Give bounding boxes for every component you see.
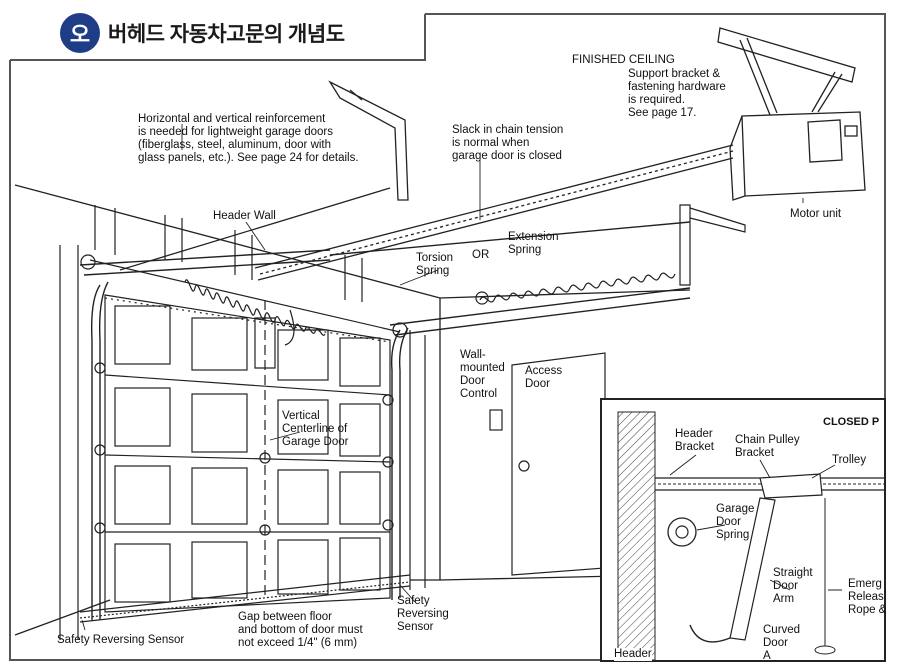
extension-spring [475, 204, 746, 305]
label-vertical-centerline: Vertical Centerline of Garage Door [282, 410, 349, 448]
label-or: OR [472, 249, 490, 261]
label-header-wall: Header Wall [213, 210, 276, 222]
label-slack-chain: Slack in chain tension is normal when ga… [452, 124, 564, 162]
inset-header-bottom: Header [614, 648, 652, 661]
label-gap-floor: Gap between floor and bottom of door mus… [238, 611, 363, 649]
inset-emergency-release: Emerg Releas Rope & [848, 578, 887, 616]
inset-panel [600, 398, 886, 662]
leader-lines [81, 124, 804, 631]
inset-garage-door-spring: Garage Door Spring [716, 503, 755, 541]
torsion-spring [80, 254, 408, 338]
frame-top-right [425, 13, 886, 420]
label-access-door: Access Door [525, 365, 563, 390]
page-title: 오 버헤드 자동차고문의 개념도 [60, 8, 345, 58]
rail [254, 144, 734, 281]
inset-curved-arm: Curved Door A [763, 624, 801, 662]
header-bracket-support [119, 80, 409, 271]
label-safety-sensor-right: Safety Reversing Sensor [397, 595, 449, 633]
label-wall-control: Wall- mounted Door Control [460, 349, 505, 400]
inset-chain-pulley: Chain Pulley Bracket [735, 434, 800, 459]
label-torsion-spring: Torsion Spring [416, 252, 454, 277]
motor-unit [717, 27, 866, 201]
label-safety-sensor-left: Safety Reversing Sensor [57, 634, 185, 646]
inset-straight-arm: Straight Door Arm [773, 567, 813, 605]
garage-door [94, 294, 394, 613]
frame-left-bottom [9, 60, 600, 661]
inset-title: CLOSED P [823, 416, 880, 428]
inset-trolley: Trolley [832, 454, 867, 466]
label-finished-ceiling: FINISHED CEILING [572, 54, 675, 66]
ceiling-wall-line [14, 184, 441, 580]
floor-and-seal [79, 574, 411, 623]
door-tracks [79, 221, 691, 620]
label-extension-spring: Extension Spring [508, 231, 559, 256]
title-text: 버헤드 자동차고문의 개념도 [108, 23, 345, 46]
title-badge: 오 [60, 13, 100, 53]
inset-header-bracket: Header Bracket [675, 428, 714, 453]
header-wall-studs [59, 205, 426, 640]
label-support-bracket: Support bracket & fastening hardware is … [628, 68, 726, 119]
label-reinforcement: Horizontal and vertical reinforcement is… [138, 113, 359, 164]
label-motor-unit: Motor unit [790, 208, 842, 220]
